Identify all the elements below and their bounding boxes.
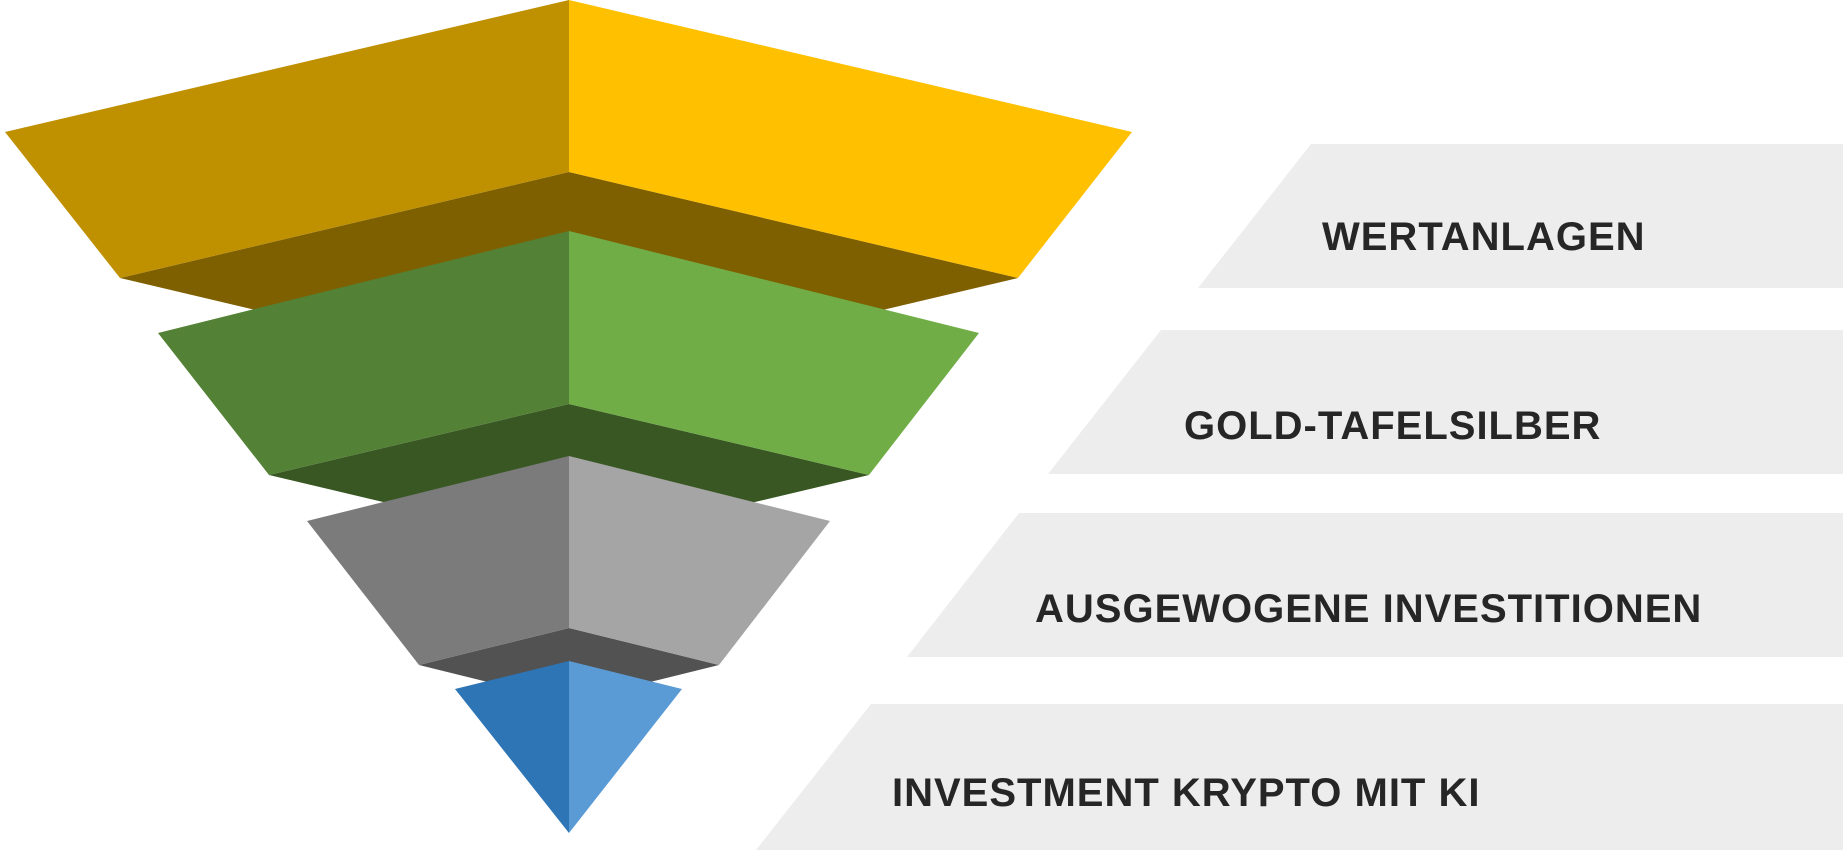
label-band-3-shape [907, 513, 1843, 657]
label-band-1: WERTANLAGEN [1198, 144, 1843, 288]
label-band-4: INVESTMENT KRYPTO MIT KI [756, 704, 1843, 850]
level-label-1: WERTANLAGEN [1322, 215, 1646, 259]
funnel-tier-3-right-face [569, 456, 830, 665]
label-band-1-shape [1198, 144, 1843, 288]
funnel-tier-4-left-face [455, 661, 569, 833]
level-label-3: AUSGEWOGENE INVESTITIONEN [1035, 587, 1702, 631]
funnel-tier-3-left-face [307, 456, 569, 665]
funnel-tier-4 [455, 661, 682, 833]
funnel-tier-2-right-face [569, 231, 979, 475]
level-label-2: GOLD-TAFELSILBER [1184, 404, 1601, 448]
funnel-tier-4-right-face [569, 661, 682, 833]
funnel-tier-1-right-face [569, 0, 1132, 278]
level-label-4: INVESTMENT KRYPTO MIT KI [892, 771, 1480, 815]
label-band-2: GOLD-TAFELSILBER [1048, 330, 1843, 474]
funnel-tier-2-left-face [158, 231, 569, 475]
label-band-3: AUSGEWOGENE INVESTITIONEN [907, 513, 1843, 657]
label-band-2-shape [1048, 330, 1843, 474]
label-band-4-shape [756, 704, 1843, 850]
funnel-tier-1-left-face [5, 0, 569, 278]
